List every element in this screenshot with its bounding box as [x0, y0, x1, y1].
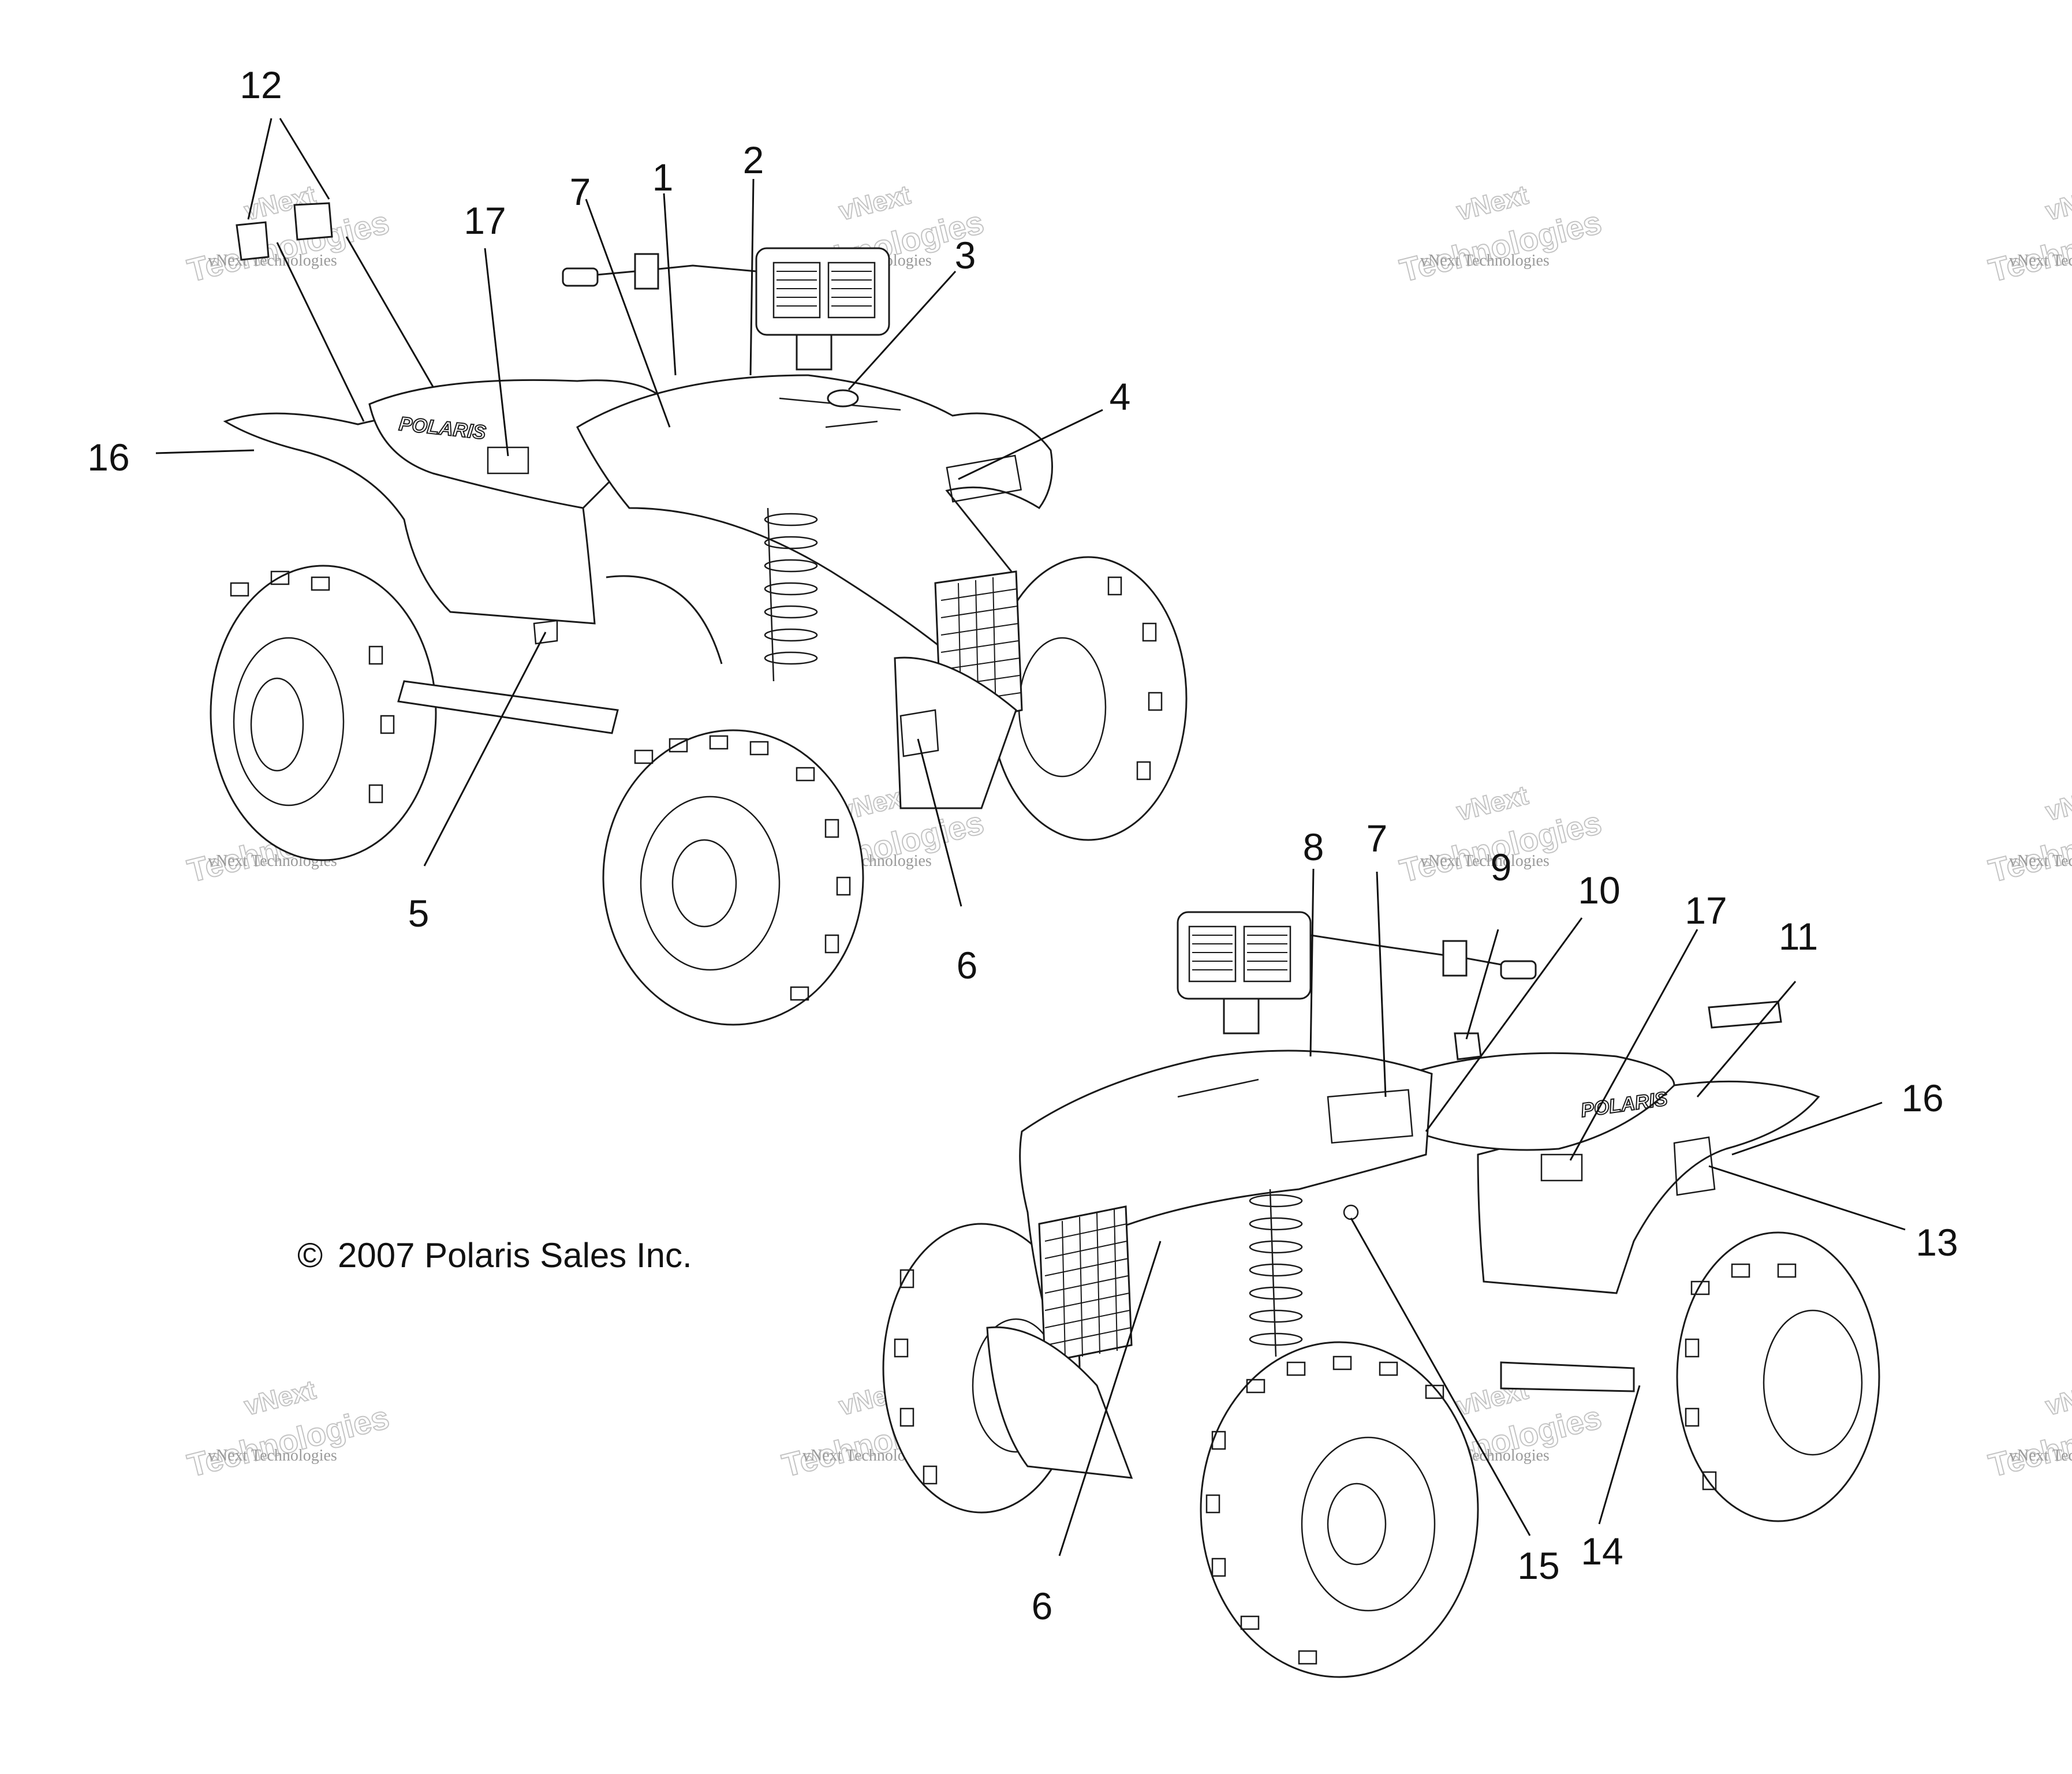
watermark-line2: Technologies	[184, 1399, 393, 1484]
callout-16-top: 16	[87, 436, 129, 479]
callout-16-bottom: 16	[1901, 1077, 1943, 1119]
callout-5-top: 5	[408, 892, 430, 935]
callout-12-top: 12	[240, 64, 282, 106]
callout-17-bottom: 17	[1685, 889, 1727, 932]
watermark-line1: vNext	[241, 1375, 319, 1421]
callout-10-bottom: 10	[1578, 869, 1620, 912]
watermark-company: vNext Technologies	[208, 252, 337, 270]
callout-14-bottom: 14	[1581, 1530, 1623, 1573]
watermark-company: vNext Technologies	[1420, 852, 1550, 870]
watermark-line1: vNext	[1454, 180, 1531, 226]
callout-1-top: 1	[652, 156, 674, 199]
callout-9-bottom: 9	[1491, 846, 1512, 888]
callout-6-bottom: 6	[1032, 1585, 1053, 1627]
watermark-company: vNext Technologies	[1420, 252, 1550, 270]
watermark-line1: vNext	[1454, 780, 1531, 827]
watermark-line1: vNext	[2043, 1375, 2072, 1421]
watermark-line1: vNext	[836, 180, 913, 226]
watermark-line1: vNext	[2043, 180, 2072, 226]
callout-8-bottom: 8	[1303, 826, 1324, 868]
atv-top-illustration: POLARIS	[210, 202, 1188, 1026]
callouts-bottom: 8 7 9 10 17 11 16 13 6 15 14	[1032, 817, 1958, 1627]
callout-2-top: 2	[743, 139, 764, 181]
callout-7-top: 7	[570, 170, 591, 213]
copyright-notice: © 2007 Polaris Sales Inc.	[297, 1236, 692, 1275]
leader-lines	[155, 118, 1906, 1556]
callout-4-top: 4	[1110, 375, 1131, 418]
watermark-line2: Technologies	[1397, 204, 1605, 289]
watermark-line2: Technologies	[184, 204, 393, 289]
callout-13-bottom: 13	[1916, 1221, 1958, 1264]
watermark-company: vNext Technologies	[2009, 1447, 2072, 1465]
watermark-company: vNext Technologies	[2009, 252, 2072, 270]
copyright-symbol: ©	[297, 1236, 323, 1275]
callout-3-top: 3	[955, 234, 976, 277]
callout-15-bottom: 15	[1517, 1544, 1559, 1587]
watermark-company: vNext Technologies	[208, 1447, 337, 1465]
watermark-company: vNext Technologies	[2009, 852, 2072, 870]
callout-6-top: 6	[957, 944, 978, 987]
copyright-text: 2007 Polaris Sales Inc.	[338, 1236, 692, 1275]
watermark-line1: vNext	[2043, 780, 2072, 827]
callout-7-bottom: 7	[1367, 817, 1388, 860]
callout-17-top: 17	[464, 199, 506, 242]
atv-bottom-illustration: POLARIS	[882, 911, 1880, 1678]
callout-11-bottom: 11	[1779, 915, 1819, 958]
callouts-top: 12 17 7 1 2 3 4 16 5 6	[87, 64, 1130, 987]
